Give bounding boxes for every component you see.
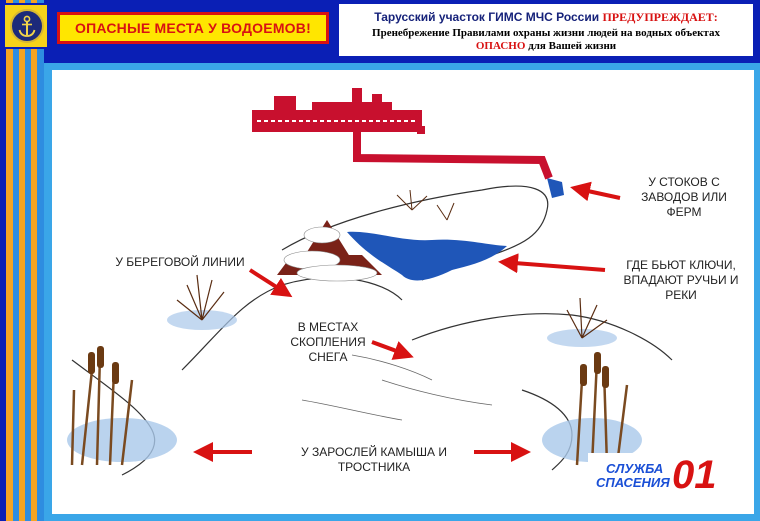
arrow-shore xyxy=(248,268,293,298)
rescue-service-badge: СЛУЖБА СПАСЕНИЯ 01 xyxy=(588,453,732,497)
side-stripes xyxy=(0,0,44,521)
badge-number: 01 xyxy=(672,453,717,497)
warning-line-3: ОПАСНО для Вашей жизни xyxy=(339,40,753,52)
left-reeds-icon xyxy=(70,346,134,466)
label-shore: У БЕРЕГОВОЙ ЛИНИИ xyxy=(115,255,245,269)
ice-line-1 xyxy=(351,354,433,381)
left-reeds-water xyxy=(67,418,177,462)
warning-line-2: Пренебрежение Правилами охраны жизни люд… xyxy=(372,27,720,39)
illustration-panel: У СТОКОВ С ЗАВОДОВ ИЛИ ФЕРМ ГДЕ БЬЮТ КЛЮ… xyxy=(52,70,754,514)
factory-icon xyxy=(252,88,425,134)
warning-line-1: Тарусский участок ГИМС МЧС России ПРЕДУП… xyxy=(339,10,753,25)
label-snow: В МЕСТАХ СКОПЛЕНИЯ СНЕГА xyxy=(290,320,366,364)
warning-line-3-rest: для Вашей жизни xyxy=(528,40,617,52)
open-water-patch xyxy=(347,231,507,281)
warning-organization: Тарусский участок ГИМС МЧС России xyxy=(374,10,600,24)
warning-danger-word: ОПАСНО xyxy=(475,40,526,52)
ice-line-2 xyxy=(381,379,493,406)
label-springs: ГДЕ БЬЮТ КЛЮЧИ, ВПАДАЮТ РУЧЬИ И РЕКИ xyxy=(623,258,739,302)
page-title: ОПАСНЫЕ МЕСТА У ВОДОЕМОВ! xyxy=(75,20,311,36)
gims-logo xyxy=(3,3,49,49)
label-reeds: У ЗАРОСЛЕЙ КАМЫША И ТРОСТНИКА xyxy=(301,445,447,474)
warning-box: Тарусский участок ГИМС МЧС России ПРЕДУП… xyxy=(339,4,753,56)
arrow-springs xyxy=(498,253,606,274)
river-bank-right xyxy=(411,313,673,361)
badge-line-1: СЛУЖБА xyxy=(606,461,664,476)
river-illustration xyxy=(67,88,673,476)
small-bush-icon xyxy=(396,189,455,221)
right-bush-icon xyxy=(566,297,608,339)
sewage-water-patch xyxy=(547,178,564,198)
sewage-pipe xyxy=(353,132,553,180)
left-bush-icon xyxy=(176,274,225,321)
arrow-sewage xyxy=(570,181,621,202)
snowy-tree-icon xyxy=(277,220,382,282)
badge-line-2: СПАСЕНИЯ xyxy=(596,475,670,490)
anchor-emblem-icon xyxy=(10,9,44,43)
label-sewage: У СТОКОВ С ЗАВОДОВ ИЛИ ФЕРМ xyxy=(641,175,727,219)
ice-line-3 xyxy=(301,399,403,421)
arrow-snow xyxy=(371,340,414,360)
warning-verb: ПРЕДУПРЕЖДАЕТ: xyxy=(602,10,718,24)
page-title-box: ОПАСНЫЕ МЕСТА У ВОДОЕМОВ! xyxy=(57,12,329,44)
right-reeds-icon xyxy=(575,352,629,466)
